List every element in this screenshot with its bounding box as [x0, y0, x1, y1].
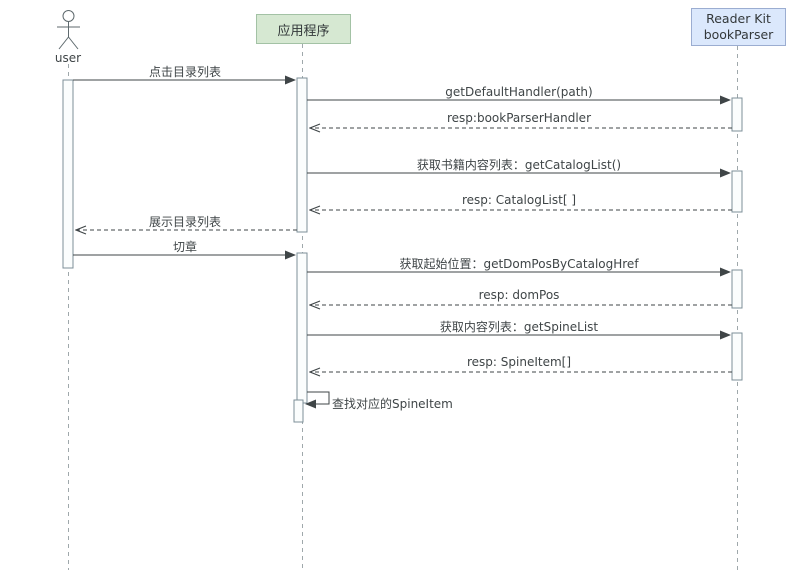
- message-label-getcataloglist: 获取书籍内容列表：getCatalogList(): [416, 158, 622, 172]
- participant-bookparser-label-line1: Reader Kit: [706, 10, 771, 26]
- activation-user: [62, 79, 74, 269]
- activation-app-self: [293, 399, 304, 423]
- participant-app-label: 应用程序: [277, 23, 330, 39]
- message-label-resp-bookparserhandler: resp:bookParserHandler: [446, 111, 592, 125]
- message-label-switch-chapter: 切章: [172, 240, 198, 254]
- user-actor-icon: [57, 10, 80, 50]
- activation-bookparser-4: [731, 332, 743, 381]
- message-label-click-catalog-list: 点击目录列表: [148, 65, 222, 79]
- activation-app-2: [296, 252, 308, 404]
- participant-bookparser-label-line2: bookParser: [703, 27, 774, 42]
- activation-bookparser-3: [731, 269, 743, 309]
- activation-app-1: [296, 77, 308, 233]
- message-label-find-spineitem: 查找对应的SpineItem: [332, 397, 453, 411]
- message-label-resp-cataloglist: resp: CatalogList[ ]: [461, 193, 577, 207]
- message-label-getdomposbycataloghref: 获取起始位置：getDomPosByCatalogHref: [399, 257, 639, 271]
- participant-bookparser: Reader Kit bookParser: [691, 8, 786, 46]
- message-label-getdefaulthandler: getDefaultHandler(path): [445, 85, 593, 99]
- message-label-resp-dompos: resp: domPos: [478, 288, 560, 302]
- arrow-find-spineitem-self: [305, 391, 330, 409]
- message-label-resp-spineitem: resp: SpineItem[]: [466, 355, 572, 369]
- message-label-show-catalog-list: 展示目录列表: [148, 215, 222, 229]
- activation-bookparser-1: [731, 97, 743, 132]
- message-label-getspinelist: 获取内容列表：getSpineList: [439, 320, 599, 334]
- participant-user-label: user: [54, 51, 82, 65]
- activation-bookparser-2: [731, 170, 743, 213]
- participant-app: 应用程序: [256, 14, 351, 44]
